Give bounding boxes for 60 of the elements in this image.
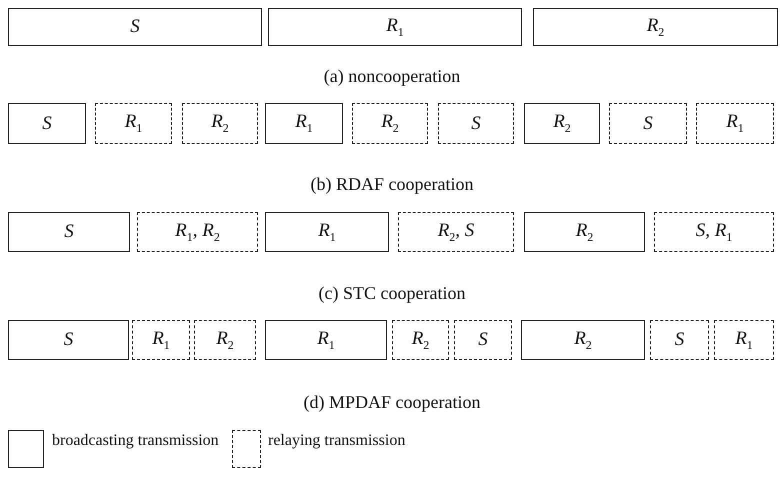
- relaying-slot-box: [398, 212, 514, 252]
- subfigure-caption: (d) MPDAF cooperation: [302, 392, 482, 413]
- node-label: S: [643, 112, 653, 134]
- node-label: R$_{2}$: [553, 111, 571, 136]
- relaying-slot-box: [95, 103, 172, 144]
- broadcasting-slot-box: [8, 320, 129, 360]
- node-label: R$_{2}$: [574, 328, 592, 352]
- node-label: R$_{1}$: [318, 220, 336, 244]
- broadcasting-slot-box: [265, 320, 387, 360]
- node-label: S: [64, 221, 74, 243]
- node-label: R$_{2}$: [216, 328, 234, 352]
- broadcasting-slot-box: [265, 212, 389, 252]
- subfigure-caption: (a) noncooperation: [322, 66, 462, 87]
- node-label: R$_{1}$: [317, 328, 335, 352]
- node-label: S: [64, 329, 74, 351]
- broadcasting-slot-box: [265, 103, 343, 144]
- node-label: R$_{1}$: [152, 328, 170, 352]
- broadcasting-slot-box: [8, 103, 86, 144]
- subfigure-caption: (c) STC cooperation: [318, 283, 466, 304]
- node-label: R$_{2}$: [211, 111, 229, 136]
- node-label: R$_{1}$, R$_{2}$: [175, 220, 220, 244]
- broadcasting-slot-box: [533, 8, 778, 46]
- node-label: S: [471, 112, 481, 134]
- subfigure-caption: (b) RDAF cooperation: [310, 174, 474, 195]
- node-label: R$_{1}$: [735, 328, 753, 352]
- node-label: R$_{2}$: [576, 220, 594, 244]
- relaying-slot-box: [352, 103, 428, 144]
- legend-label: broadcasting transmission: [52, 432, 219, 450]
- node-label: S: [130, 16, 140, 38]
- relaying-slot-box: [609, 103, 687, 144]
- broadcasting-slot-box: [268, 8, 522, 46]
- node-label: R$_{2}$, S: [438, 220, 474, 244]
- broadcasting-slot-box: [521, 320, 645, 360]
- node-label: S: [478, 329, 488, 351]
- node-label: R$_{1}$: [726, 111, 744, 136]
- relaying-slot-box: [454, 320, 512, 360]
- node-label: S: [674, 329, 684, 351]
- relaying-slot-box: [438, 103, 514, 144]
- node-label: R$_{2}$: [646, 14, 664, 40]
- relaying-slot-box: [194, 320, 256, 360]
- relaying-slot-box: [392, 320, 449, 360]
- relaying-slot-box: [650, 320, 709, 360]
- relaying-slot-box: [714, 320, 774, 360]
- broadcasting-slot-box: [524, 212, 645, 252]
- broadcasting-slot-box: [8, 8, 262, 46]
- broadcasting-slot-box: [8, 212, 130, 252]
- relaying-slot-box: [696, 103, 774, 144]
- relaying-slot-box: [182, 103, 258, 144]
- node-label: R$_{1}$: [386, 14, 404, 40]
- node-label: R$_{1}$: [295, 111, 313, 136]
- relaying-slot-box: [137, 212, 258, 252]
- legend-label: relaying transmission: [268, 432, 406, 450]
- node-label: R$_{2}$: [412, 328, 430, 352]
- node-label: R$_{2}$: [381, 111, 399, 136]
- relaying-slot-box: [132, 320, 190, 360]
- relaying-slot-box: [654, 212, 774, 252]
- node-label: S: [42, 112, 52, 134]
- node-label: R$_{1}$: [124, 111, 142, 136]
- node-label: S, R$_{1}$: [696, 220, 732, 244]
- broadcasting-slot-box: [524, 103, 600, 144]
